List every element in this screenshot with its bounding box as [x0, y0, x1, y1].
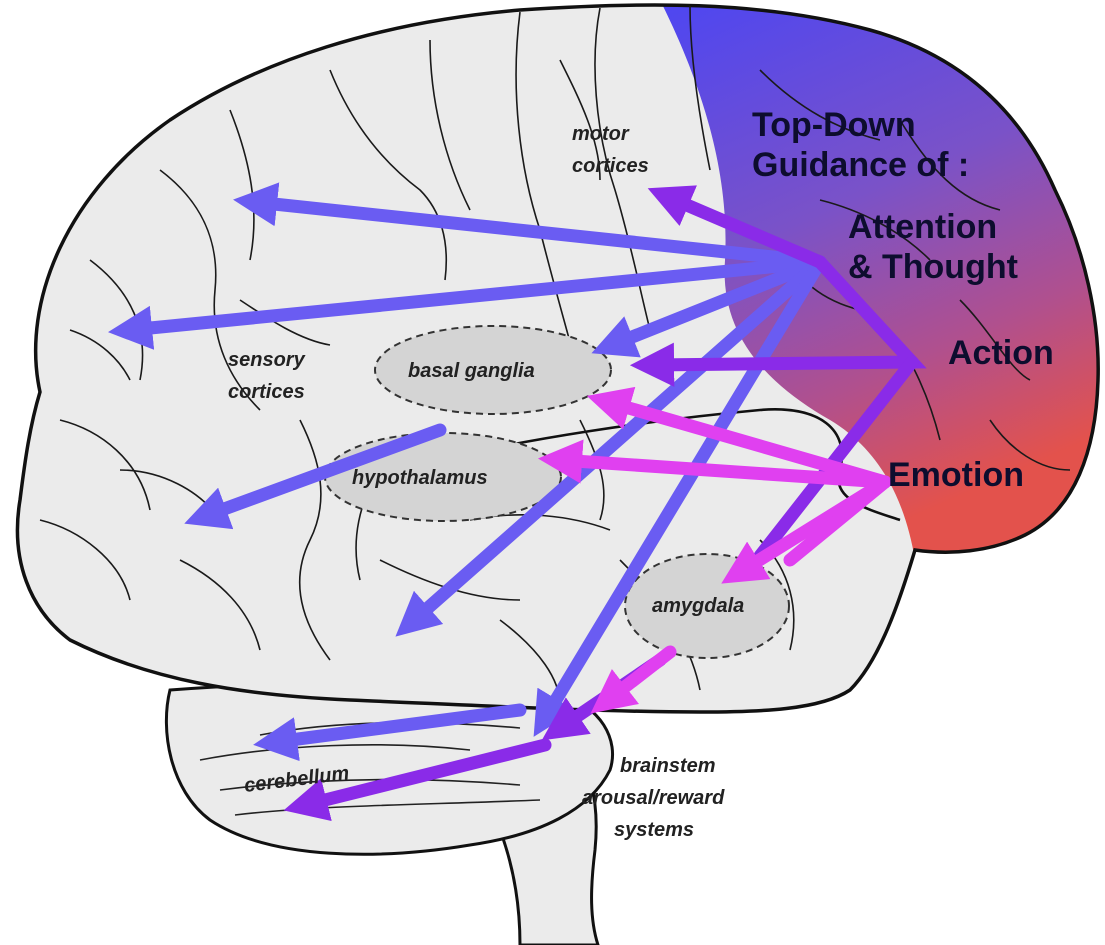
arrow-attention-to-cerebellum-stem: [533, 255, 827, 737]
arrow-action-to-cerebellum: [283, 738, 552, 822]
arrow-attention-to-frontal-pole: [108, 255, 827, 350]
title-line-1: Top-Down: [752, 106, 916, 144]
sensory-label-line-1: sensory: [228, 349, 306, 371]
arrow-action-to-brainstem: [753, 355, 919, 563]
brainstem-label-line-3: systems: [614, 819, 694, 841]
arrow-action-to-motor: [647, 185, 827, 269]
brainstem-label-line-1: brainstem: [620, 755, 716, 777]
temporal-lobe-boundary: [439, 408, 901, 522]
motor-label-line-1: motor: [572, 123, 630, 145]
basal-ganglia-region: [374, 325, 612, 415]
arrow-to-cerebellum: [253, 703, 527, 762]
motor-label-line-2: cortices: [572, 155, 649, 177]
arrow-attention-to-temporal-cortex: [395, 255, 827, 637]
arrow-attention-to-upper-cortex: [233, 182, 827, 269]
brainstem-label-line-2: arousal/reward: [582, 787, 725, 809]
attention-label-line-2: & Thought: [848, 248, 1018, 286]
attention-label-line-1: Attention: [848, 208, 997, 246]
arrow-emotion-to-brainstem: [783, 475, 892, 567]
cerebrum-outline: [15, 3, 1100, 714]
arrow-to-lower-sensory: [184, 423, 447, 530]
sensory-label-line-2: cortices: [228, 381, 305, 403]
arrow-emotion-to-basal-ganglia: [586, 386, 892, 489]
title-line-2: Guidance of :: [752, 146, 969, 184]
action-label: Action: [948, 334, 1054, 372]
arrow-emotion-from-amygdala: [590, 645, 677, 714]
amygdala-label: amygdala: [652, 595, 744, 617]
basal-ganglia-label: basal ganglia: [408, 360, 535, 382]
arrow-emotion-to-hypothalamus: [537, 439, 892, 489]
arrow-attention-to-basal-ganglia: [591, 255, 827, 358]
emotion-arrows: [537, 386, 892, 714]
attention-arrows: [108, 182, 827, 762]
emotion-label: Emotion: [888, 456, 1024, 494]
prefrontal-cortex: [660, 4, 1099, 560]
hypothalamus-label: hypothalamus: [352, 467, 488, 489]
